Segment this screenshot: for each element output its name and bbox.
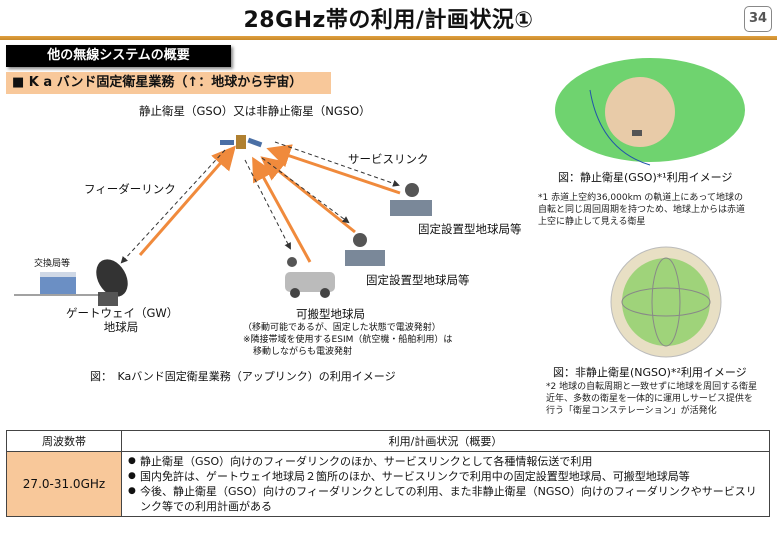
subsection-title: ■ K a バンド固定衛星業務（↑：地球から宇宙） xyxy=(6,72,331,94)
ka-band-diagram xyxy=(14,58,745,358)
gateway-dish-icon xyxy=(96,259,128,306)
frequency-cell: 27.0-31.0GHz xyxy=(6,451,122,517)
service-link-label: サービスリンク xyxy=(348,152,429,166)
diagram-caption: 図： Kaバンド固定衛星業務（アップリンク）の利用イメージ xyxy=(90,370,396,383)
status-item: 静止衛星（GSO）向けのフィーダリンクのほか、サービスリンクとして各種情報伝送で… xyxy=(128,454,763,469)
fixed-station-label-1: 固定設置型地球局等 xyxy=(418,222,522,236)
satellite-label: 静止衛星（GSO）又は非静止衛星（NGSO） xyxy=(139,104,371,118)
exchange-building-icon xyxy=(40,272,76,294)
uplink-arrows xyxy=(138,144,401,263)
downlink-arrows xyxy=(120,141,400,264)
fixed-station-icon-1 xyxy=(390,183,432,216)
portable-note-3: 移動しながらも電波発射 xyxy=(253,347,353,357)
gso-caption: 図：静止衛星(GSO)*¹利用イメージ xyxy=(558,171,733,184)
satellite-icon xyxy=(220,135,263,149)
ngso-notes: *2 地球の自転周期と一致せずに地球を周回する衛星近年、多数の衛星を一体的に運用… xyxy=(546,382,758,416)
section-title: 他の無線システムの概要 xyxy=(6,45,231,67)
page-number: 34 xyxy=(744,6,772,32)
page-title: 28GHz帯の利用/計画状況① xyxy=(243,8,534,33)
portable-note-2: ※隣接帯域を使用するESIM（航空機・船舶利用）は xyxy=(243,335,453,345)
gso-notes: *1 赤道上空約36,000km の軌道上にあって地球の自転と同じ周回周期を持つ… xyxy=(538,193,746,227)
title-divider xyxy=(0,36,777,40)
fixed-station-icon-2 xyxy=(345,233,385,266)
gateway-label: ゲートウェイ（GW）地球局 xyxy=(66,306,179,334)
header-status: 利用/計画状況（概要） xyxy=(121,430,770,452)
portable-station-label: 可搬型地球局 xyxy=(296,307,365,321)
fixed-station-label-2: 固定設置型地球局等 xyxy=(366,273,470,287)
portable-note-1: （移動可能であるが、固定した状態で電波発射） xyxy=(243,323,441,333)
portable-station-icon xyxy=(285,257,335,298)
feeder-link-label: フィーダーリンク xyxy=(84,182,176,196)
exchange-label: 交換局等 xyxy=(34,259,71,269)
ngso-globe-image xyxy=(610,246,722,358)
gso-world-map-image xyxy=(555,58,745,166)
header-frequency: 周波数帯 xyxy=(6,430,122,452)
ngso-caption: 図：非静止衛星(NGSO)*²利用イメージ xyxy=(553,366,747,379)
status-item: 国内免許は、ゲートウェイ地球局２箇所のほか、サービスリンクで利用中の固定設置型地… xyxy=(128,469,763,484)
status-item: 今後、静止衛星（GSO）向けのフィーダリンクとしての利用、また非静止衛星（NGS… xyxy=(128,484,763,514)
table-row: 27.0-31.0GHz 静止衛星（GSO）向けのフィーダリンクのほか、サービス… xyxy=(6,451,770,517)
status-cell: 静止衛星（GSO）向けのフィーダリンクのほか、サービスリンクとして各種情報伝送で… xyxy=(121,451,770,517)
table-header-row: 周波数帯利用/計画状況（概要） xyxy=(6,430,770,452)
